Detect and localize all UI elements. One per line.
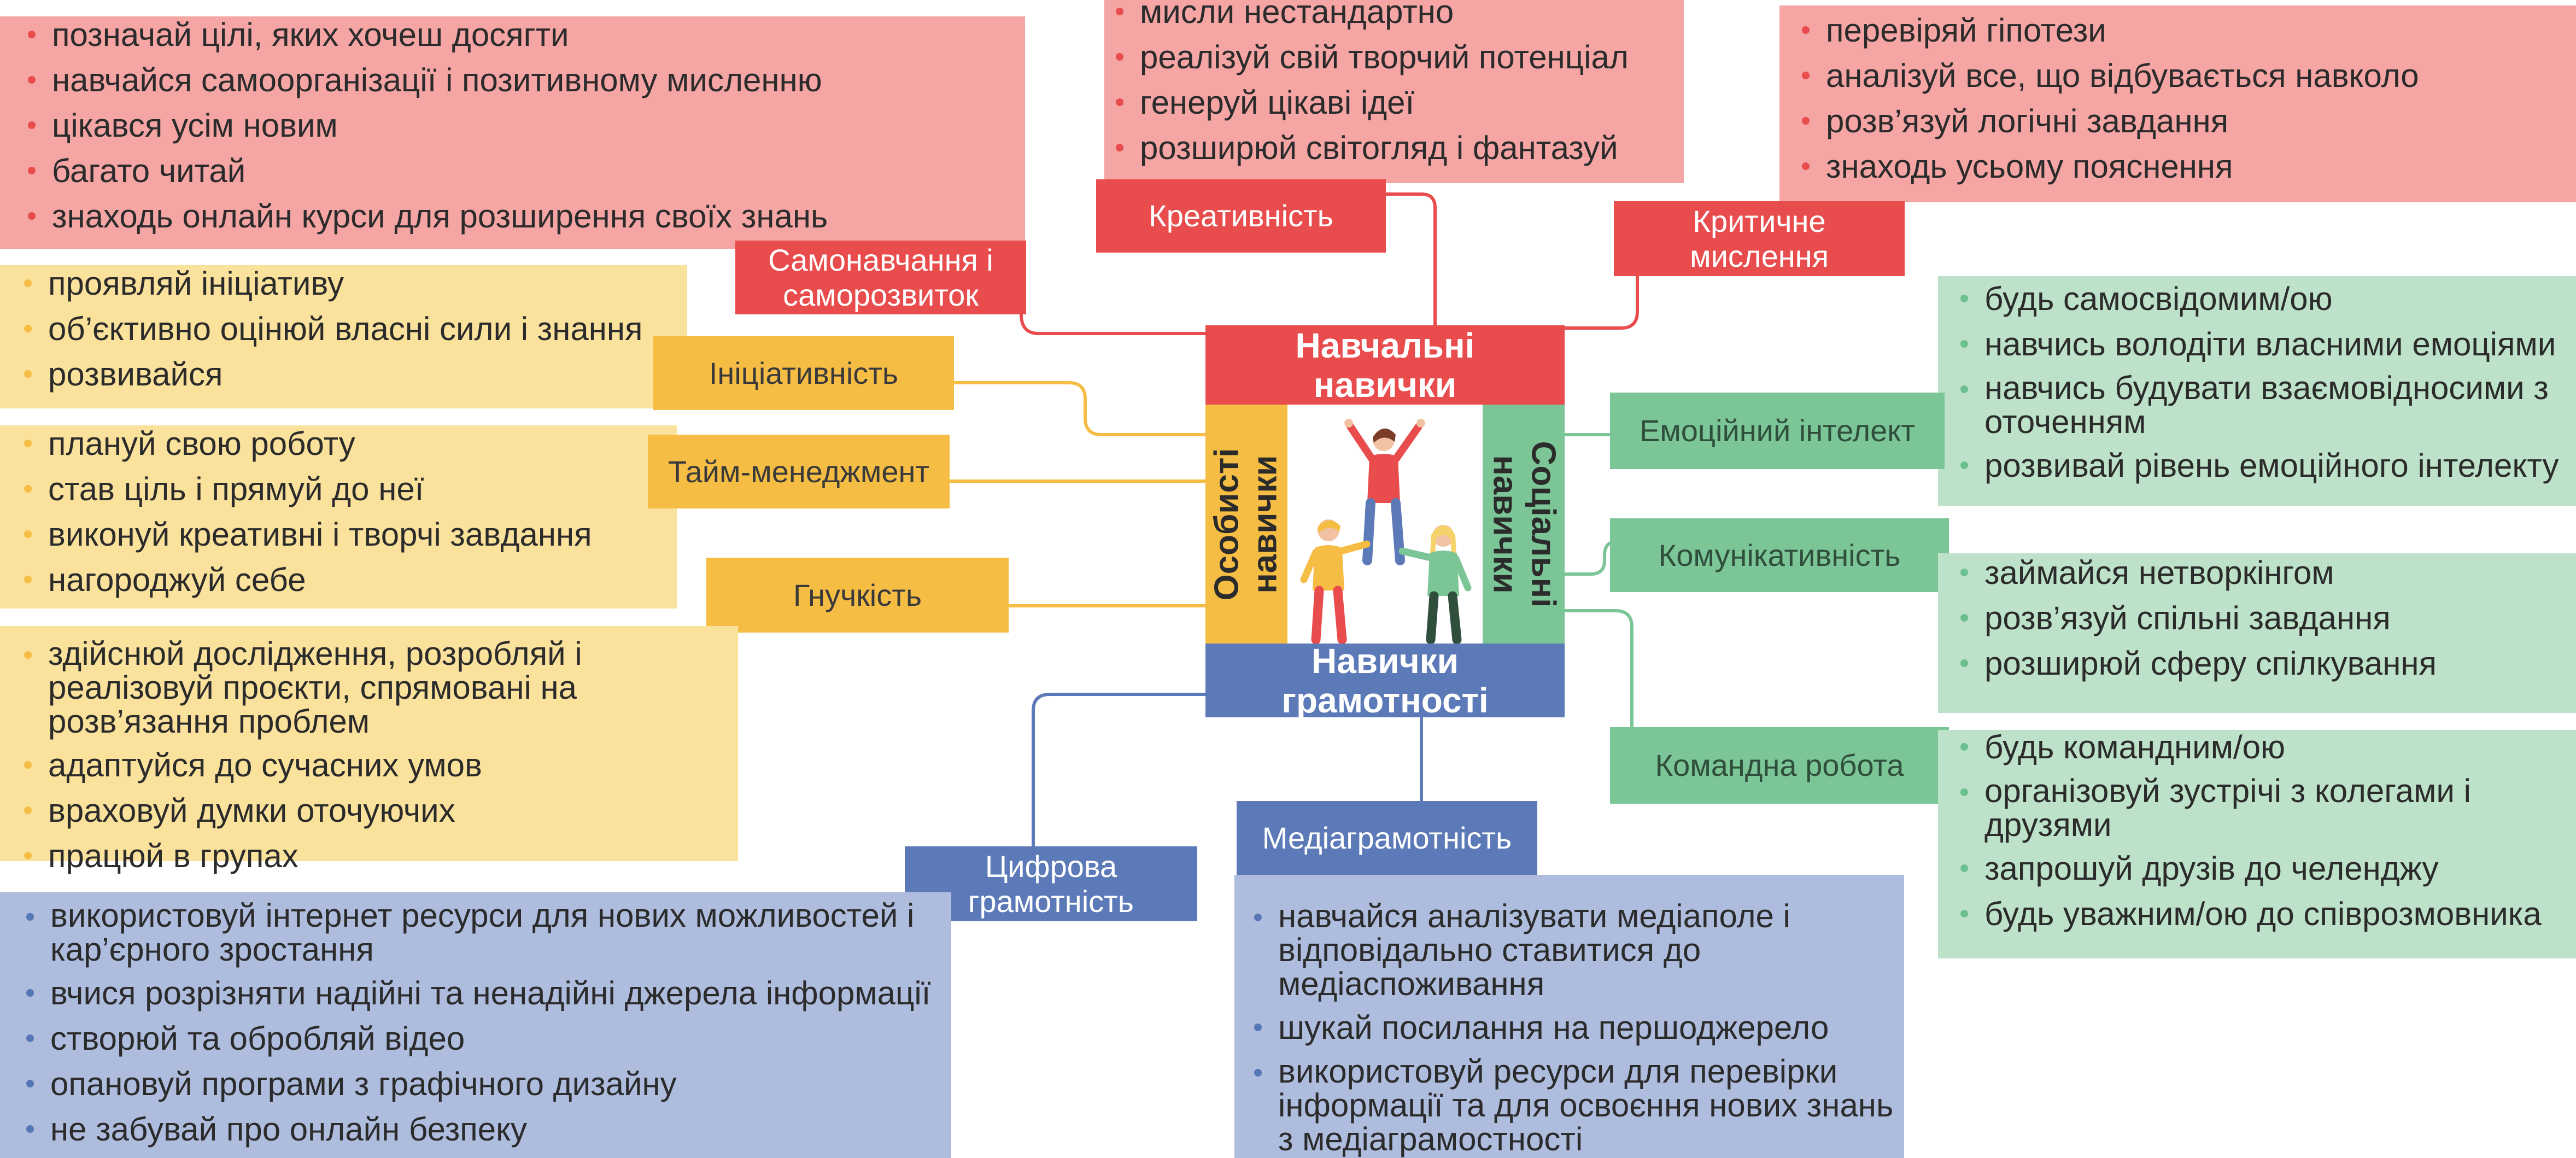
list-item: навчись володіти власними емоціями: [1960, 326, 2576, 363]
list-item: створюй та обробляй відео: [26, 1020, 951, 1057]
list-item: запрошуй друзів до челенджу: [1960, 850, 2576, 887]
connector-critical: [1565, 276, 1639, 330]
list-item: виконуй креативні і творчі завдання: [24, 516, 677, 553]
hub: Навчальні навички Особисті навички Соціа…: [1205, 325, 1565, 720]
list-item: проявляй ініціативу: [24, 265, 687, 302]
list-item: перевіряй гіпотези: [1802, 12, 2576, 49]
list-item: розвивай рівень емоційного інтелекту: [1960, 447, 2576, 484]
creativity-card: мисли нестандартно реалізуй свій творчий…: [1104, 0, 1684, 183]
flexibility-label: Гнучкість: [706, 558, 1009, 633]
list-item: опановуй програми з графічного дизайну: [26, 1066, 951, 1103]
flexibility-card: здійснюй дослідження, розробляй і реаліз…: [0, 626, 738, 874]
self-learning-card: позначай цілі, яких хочеш досягти навчай…: [0, 16, 1025, 249]
initiative-label: Ініціативність: [653, 336, 954, 410]
list-item: розв’язуй спільні завдання: [1960, 600, 2576, 637]
list-item: об’єктивно оцінюй власні сили і знання: [24, 311, 687, 348]
person-red-icon: [1344, 419, 1425, 565]
list-item: будь командним/ою: [1960, 729, 2576, 766]
list-item: будь уважним/ою до співрозмовника: [1960, 896, 2576, 933]
hub-right-bar: Соціальні навички: [1483, 405, 1565, 644]
list-item: розвивайся: [24, 356, 687, 393]
communication-card: займайся нетворкінгом розв’язуй спільні …: [1938, 553, 2576, 713]
connector-initiative: [954, 381, 1205, 436]
person-yellow-icon: [1300, 519, 1371, 644]
list-item: навчись будувати взаємовідносими з оточе…: [1960, 371, 2576, 439]
emotional-intelligence-label: Емоційний інтелект: [1610, 393, 1945, 469]
list-item: організовуй зустрічі з колегами і друзям…: [1960, 774, 2576, 842]
hub-top-bar: Навчальні навички: [1205, 325, 1565, 405]
critical-thinking-label: Критичне мислення: [1614, 201, 1905, 276]
connector-creativity: [1386, 192, 1437, 325]
media-literacy-card: навчайся аналізувати медіаполе і відпові…: [1234, 875, 1904, 1158]
digital-literacy-label: Цифрова грамотність: [905, 846, 1197, 921]
list-item: багато читай: [28, 153, 1025, 190]
teamwork-label: Командна робота: [1610, 727, 1949, 804]
self-learning-label: Самонавчання і саморозвиток: [735, 241, 1026, 314]
person-green-icon: [1398, 525, 1472, 644]
teamwork-card: будь командним/ою організовуй зустрічі з…: [1938, 729, 2576, 958]
list-item: позначай цілі, яких хочеш досягти: [28, 16, 1025, 54]
emotional-intelligence-card: будь самосвідомим/ою навчись володіти вл…: [1938, 276, 2576, 506]
hub-right-label: Соціальні навички: [1486, 441, 1562, 607]
list-item: розширюй світогляд і фантазуй: [1116, 130, 1684, 167]
list-item: став ціль і прямуй до неї: [24, 471, 677, 508]
list-item: навчайся самоорганізації і позитивному м…: [28, 62, 1025, 99]
hub-bottom-bar: Навички грамотності: [1205, 641, 1565, 720]
list-item: реалізуй свій творчий потенціал: [1116, 39, 1684, 76]
list-item: використовуй інтернет ресурси для нових …: [26, 899, 951, 967]
list-item: знаходь онлайн курси для розширення свої…: [28, 198, 1025, 235]
time-management-label: Тайм-менеджмент: [648, 435, 950, 508]
list-item: використовуй ресурси для перевірки інфор…: [1254, 1055, 1904, 1156]
list-item: адаптуйся до сучасних умов: [24, 747, 738, 784]
list-item: займайся нетворкінгом: [1960, 554, 2576, 592]
list-item: шукай посилання на першоджерело: [1254, 1009, 1904, 1046]
hub-left-label: Особисті навички: [1208, 447, 1284, 601]
connector-self-learning: [1020, 314, 1205, 335]
list-item: будь самосвідомим/ою: [1960, 280, 2576, 318]
connector-team: [1565, 609, 1650, 745]
initiative-card: проявляй ініціативу об’єктивно оцінюй вл…: [0, 265, 687, 408]
communication-label: Комунікативність: [1610, 518, 1949, 592]
list-item: враховуй думки оточуючих: [24, 792, 738, 829]
list-item: працюй в групах: [24, 838, 738, 875]
list-item: плануй свою роботу: [24, 425, 677, 463]
list-item: розширюй сферу спілкування: [1960, 645, 2576, 682]
list-item: розв’язуй логічні завдання: [1802, 103, 2576, 140]
hub-left-bar: Особисті навички: [1205, 405, 1287, 644]
digital-literacy-card: використовуй інтернет ресурси для нових …: [0, 892, 951, 1158]
list-item: навчайся аналізувати медіаполе і відпові…: [1254, 899, 1904, 1001]
list-item: мисли нестандартно: [1116, 0, 1684, 31]
critical-thinking-card: перевіряй гіпотези аналізуй все, що відб…: [1779, 5, 2576, 202]
list-item: знаходь усьому пояснення: [1802, 148, 2576, 185]
connector-digital: [1032, 693, 1205, 847]
list-item: не забувай про онлайн безпеку: [26, 1111, 951, 1148]
list-item: нагороджуй себе: [24, 562, 677, 599]
creativity-label: Креативність: [1096, 179, 1386, 253]
time-management-card: плануй свою роботу став ціль і прямуй до…: [0, 425, 677, 609]
list-item: цікався усім новим: [28, 107, 1025, 144]
list-item: вчися розрізняти надійні та ненадійні дж…: [26, 975, 951, 1012]
list-item: аналізуй все, що відбувається навколо: [1802, 57, 2576, 95]
media-literacy-label: Медіаграмотність: [1237, 801, 1537, 875]
list-item: здійснюй дослідження, розробляй і реаліз…: [24, 637, 738, 739]
people-illustration: [1300, 419, 1472, 644]
list-item: генеруй цікаві ідеї: [1116, 84, 1684, 121]
